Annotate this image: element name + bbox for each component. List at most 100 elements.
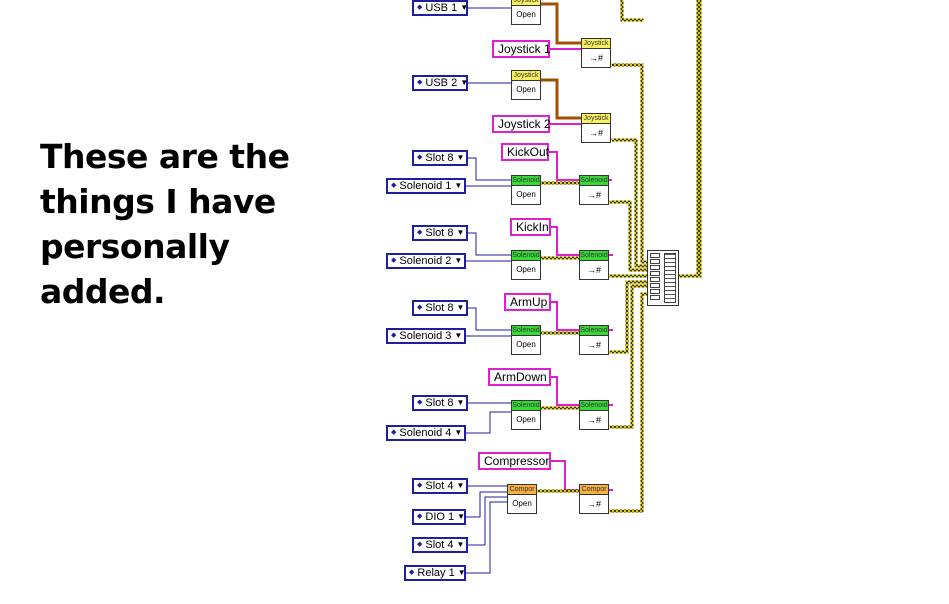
control-label: USB 1: [425, 2, 458, 14]
increment-icon[interactable]: ◆: [417, 4, 423, 11]
increment-icon[interactable]: ◆: [417, 513, 423, 520]
armup-constant[interactable]: ArmUp: [504, 293, 551, 311]
dropdown-arrow-icon[interactable]: ▼: [460, 78, 469, 87]
increment-icon[interactable]: ◆: [391, 332, 397, 339]
dropdown-arrow-icon[interactable]: ▼: [454, 256, 463, 265]
usb2-control[interactable]: ◆USB 2▼: [412, 75, 468, 91]
dropdown-arrow-icon[interactable]: ▼: [454, 428, 463, 437]
array-output-icon: [664, 253, 676, 303]
armdown-constant[interactable]: ArmDown: [488, 368, 551, 386]
annotation-line-2: things I have: [40, 182, 276, 221]
solenoid2-control[interactable]: ◆Solenoid 2▼: [386, 253, 466, 269]
dropdown-arrow-icon[interactable]: ▼: [460, 3, 469, 12]
dropdown-arrow-icon[interactable]: ▼: [457, 512, 466, 521]
increment-icon[interactable]: ◆: [391, 429, 397, 436]
solenoid1-control[interactable]: ◆Solenoid 1▼: [386, 178, 466, 194]
wire-dio1-compressor: [465, 491, 508, 518]
control-label: Slot 8: [425, 397, 454, 409]
joystick-refnum-set-vi-1[interactable]: Joystick →#: [581, 38, 611, 68]
solenoid-refnum-set-vi-4[interactable]: Solenoid →#: [579, 400, 609, 430]
increment-icon[interactable]: ◆: [391, 257, 397, 264]
vi-body: Open: [512, 499, 532, 508]
solenoid-open-vi-1[interactable]: Solenoid Open: [511, 175, 541, 205]
solenoid-refnum-set-vi-2[interactable]: Solenoid →#: [579, 250, 609, 280]
dropdown-arrow-icon[interactable]: ▼: [456, 153, 465, 162]
build-array-node[interactable]: [647, 250, 679, 306]
vi-body: Open: [516, 10, 536, 19]
control-label: USB 2: [425, 77, 458, 89]
dropdown-arrow-icon[interactable]: ▼: [457, 568, 466, 577]
increment-icon[interactable]: ◆: [417, 79, 423, 86]
solenoid4-control[interactable]: ◆Solenoid 4▼: [386, 425, 466, 441]
solenoid-open-vi-4[interactable]: Solenoid Open: [511, 400, 541, 430]
vi-header: Solenoid: [580, 251, 608, 261]
solenoid3-control[interactable]: ◆Solenoid 3▼: [386, 328, 466, 344]
dropdown-arrow-icon[interactable]: ▼: [456, 398, 465, 407]
solenoid-open-vi-2[interactable]: Solenoid Open: [511, 250, 541, 280]
slot8-control-1[interactable]: ◆Slot 8▼: [412, 150, 468, 166]
control-label: Solenoid 2: [399, 255, 452, 267]
dropdown-arrow-icon[interactable]: ▼: [456, 540, 465, 549]
dio1-control[interactable]: ◆DIO 1▼: [412, 509, 466, 525]
slot4-control-2[interactable]: ◆Slot 4▼: [412, 537, 468, 553]
vi-header: Solenoid: [512, 176, 540, 186]
control-label: Slot 4: [425, 480, 454, 492]
vi-header: Compor: [508, 485, 536, 495]
solenoid-refnum-set-vi-1[interactable]: Solenoid →#: [579, 175, 609, 205]
usb1-control[interactable]: ◆USB 1▼: [412, 0, 468, 16]
joystick2-constant[interactable]: Joystick 2: [492, 115, 551, 133]
compressor-constant[interactable]: Compressor: [478, 452, 551, 470]
kickin-constant[interactable]: KickIn: [510, 218, 551, 236]
vi-body: →#: [586, 415, 601, 425]
control-label: Solenoid 1: [399, 180, 452, 192]
slot8-control-4[interactable]: ◆Slot 8▼: [412, 395, 468, 411]
increment-icon[interactable]: ◆: [391, 182, 397, 189]
increment-icon[interactable]: ◆: [417, 399, 423, 406]
increment-icon[interactable]: ◆: [417, 229, 423, 236]
control-label: Solenoid 3: [399, 330, 452, 342]
control-label: DIO 1: [425, 511, 455, 523]
vi-body: Open: [516, 85, 536, 94]
dropdown-arrow-icon[interactable]: ▼: [454, 331, 463, 340]
vi-header: Joystick: [582, 114, 610, 124]
vi-body: Open: [516, 415, 536, 424]
slot8-control-2[interactable]: ◆Slot 8▼: [412, 225, 468, 241]
vi-header: Solenoid: [512, 401, 540, 411]
annotation-text: These are the things I have personally a…: [40, 134, 340, 314]
kickout-constant[interactable]: KickOut: [501, 143, 549, 161]
increment-icon[interactable]: ◆: [417, 482, 423, 489]
slot4-control-1[interactable]: ◆Slot 4▼: [412, 478, 468, 494]
wire-relay1-compressor: [465, 501, 508, 574]
joystick-open-vi-2[interactable]: Joystick Open: [511, 70, 541, 100]
solenoid-open-vi-3[interactable]: Solenoid Open: [511, 325, 541, 355]
vi-body: Open: [516, 340, 536, 349]
dropdown-arrow-icon[interactable]: ▼: [456, 481, 465, 490]
vi-header: Solenoid: [580, 176, 608, 186]
dropdown-arrow-icon[interactable]: ▼: [454, 181, 463, 190]
compressor-open-vi[interactable]: Compor Open: [507, 484, 537, 514]
increment-icon[interactable]: ◆: [417, 304, 423, 311]
vi-body: →#: [588, 53, 603, 63]
slot8-control-3[interactable]: ◆Slot 8▼: [412, 300, 468, 316]
annotation-line-4: added.: [40, 272, 166, 311]
increment-icon[interactable]: ◆: [417, 154, 423, 161]
increment-icon[interactable]: ◆: [417, 541, 423, 548]
vi-body: Open: [516, 190, 536, 199]
control-label: Slot 8: [425, 227, 454, 239]
vi-header: Solenoid: [512, 251, 540, 261]
compressor-refnum-set-vi[interactable]: Compor →#: [579, 484, 609, 514]
control-label: Slot 8: [425, 302, 454, 314]
dropdown-arrow-icon[interactable]: ▼: [456, 303, 465, 312]
bundle-inputs: [650, 253, 662, 301]
joystick1-constant[interactable]: Joystick 1: [492, 40, 551, 58]
relay1-control[interactable]: ◆Relay 1▼: [404, 565, 466, 581]
increment-icon[interactable]: ◆: [409, 569, 415, 576]
wire-joystick-open-refnum-1: [539, 2, 583, 45]
joystick-open-vi-1[interactable]: Joystick Open: [511, 0, 541, 25]
joystick-refnum-set-vi-2[interactable]: Joystick →#: [581, 113, 611, 143]
solenoid-refnum-set-vi-3[interactable]: Solenoid →#: [579, 325, 609, 355]
wire-joystick-ref-2-out: [611, 138, 650, 268]
dropdown-arrow-icon[interactable]: ▼: [456, 228, 465, 237]
vi-body: →#: [586, 265, 601, 275]
